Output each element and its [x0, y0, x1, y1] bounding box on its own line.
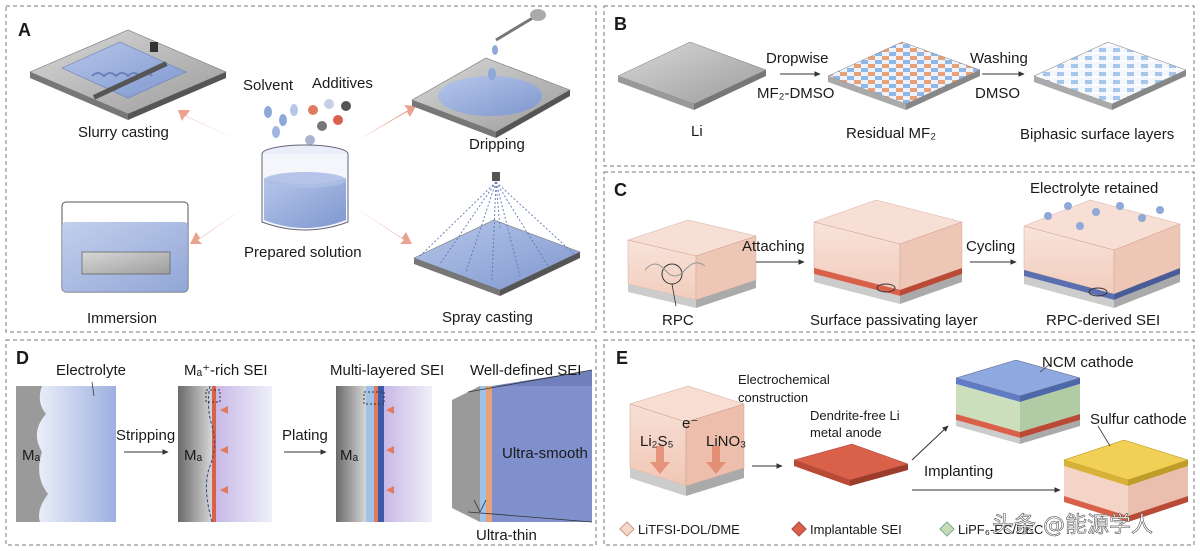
electron-label: e⁻ — [682, 415, 698, 432]
well-defined-sei-block — [452, 369, 593, 523]
ec-label-2: construction — [738, 390, 808, 405]
prepared-solution-label: Prepared solution — [244, 244, 362, 261]
panel-e-border — [603, 339, 1195, 546]
electrolyte-block — [16, 381, 116, 522]
beaker-icon — [261, 144, 349, 231]
panel-d-border — [5, 339, 597, 546]
well-defined-sei-label: Well-defined SEI — [470, 362, 581, 379]
cycling-label: Cycling — [966, 238, 1015, 255]
biphasic-label: Biphasic surface layers — [1020, 126, 1174, 143]
process-arrows — [178, 105, 416, 244]
electrolyte-cube — [629, 385, 745, 496]
dripping-illustration — [411, 9, 571, 138]
surface-passivating-label: Surface passivating layer — [810, 312, 978, 329]
panel-c-letter: C — [614, 180, 627, 200]
washing-label: Washing — [970, 50, 1028, 67]
droplets-icon — [264, 99, 351, 145]
implanting-label: Implanting — [924, 463, 993, 480]
panel-b-border — [603, 5, 1195, 167]
panel-e-letter: E — [616, 348, 628, 368]
electrolyte-label: Electrolyte — [56, 362, 126, 379]
ultra-thin-label: Ultra-thin — [476, 527, 537, 544]
biphasic-slab — [1033, 41, 1187, 110]
dmso-label: DMSO — [975, 85, 1020, 102]
panel-a-letter: A — [18, 20, 31, 40]
rpc-box — [627, 219, 757, 308]
sulfur-cell — [1063, 425, 1189, 522]
watermark: 头条 @能源学人 — [992, 513, 1153, 538]
legend-label-2: Implantable SEI — [810, 522, 902, 537]
panel-d: D Electrolyte Mₐ Stripping Mₐ⁺-rich SEI … — [16, 348, 593, 544]
ma-label-3: Mₐ — [340, 447, 358, 464]
dendrite-label-2: metal anode — [810, 425, 882, 440]
immersion-illustration — [61, 201, 189, 293]
panel-a: A Slurry casting Solvent Additives — [18, 9, 581, 327]
ultra-smooth-label: Ultra-smooth — [502, 445, 588, 462]
slurry-casting-label: Slurry casting — [78, 124, 169, 141]
dripping-label: Dripping — [469, 136, 525, 153]
rpc-sei-label: RPC-derived SEI — [1046, 312, 1160, 329]
additives-label: Additives — [312, 75, 373, 92]
anode-slab — [793, 443, 909, 486]
arrow-e2 — [911, 425, 949, 461]
legend-label-1: LiTFSI-DOL/DME — [638, 522, 740, 537]
attaching-label: Attaching — [742, 238, 805, 255]
ncm-cell — [955, 359, 1081, 444]
panel-d-letter: D — [16, 348, 29, 368]
legend-swatch-3 — [939, 521, 955, 537]
immersion-label: Immersion — [87, 310, 157, 327]
li-slab — [617, 41, 767, 110]
li2s5-label: Li₂S₅ — [640, 433, 674, 450]
sulfur-label: Sulfur cathode — [1090, 411, 1187, 428]
lino3-label: LiNO₃ — [706, 433, 746, 450]
slurry-casting-illustration — [29, 29, 227, 120]
legend-swatch-2 — [791, 521, 807, 537]
panel-c-border — [603, 171, 1195, 333]
panel-e: E e⁻ Li₂S₅ LiNO₃ Electrochemical constru… — [616, 348, 1189, 537]
spray-casting-illustration — [413, 172, 581, 296]
ma-rich-sei-block — [178, 385, 272, 523]
residual-label: Residual MF₂ — [846, 125, 936, 142]
mf2-dmso-label: MF₂-DMSO — [757, 85, 834, 102]
legend: LiTFSI-DOL/DME Implantable SEI LiPF₆-EC/… — [619, 521, 1043, 537]
ec-label-1: Electrochemical — [738, 372, 830, 387]
stripping-label: Stripping — [116, 427, 175, 444]
plating-label: Plating — [282, 427, 328, 444]
ma-rich-sei-label: Mₐ⁺-rich SEI — [184, 362, 268, 379]
multi-layered-sei-label: Multi-layered SEI — [330, 362, 444, 379]
panel-b-letter: B — [614, 14, 627, 34]
rpc-leader — [671, 283, 677, 307]
legend-label-3: LiPF₆-EC/DEC — [958, 522, 1043, 537]
dendrite-label-1: Dendrite-free Li — [810, 408, 900, 423]
residual-slab — [827, 41, 981, 110]
li-label: Li — [691, 123, 703, 140]
spray-casting-label: Spray casting — [442, 309, 533, 326]
rpc-sei-box — [1023, 199, 1181, 308]
legend-swatch-1 — [619, 521, 635, 537]
rpc-label: RPC — [662, 312, 694, 329]
ma-label-2: Mₐ — [184, 447, 202, 464]
panel-c: C RPC Attaching Surface passivating laye — [614, 180, 1181, 329]
panel-a-border — [5, 5, 597, 333]
ma-label-1: Mₐ — [22, 447, 40, 464]
solvent-label: Solvent — [243, 77, 294, 94]
dropwise-label: Dropwise — [766, 50, 829, 67]
electrolyte-retained-label: Electrolyte retained — [1030, 180, 1158, 197]
passivating-box — [813, 199, 963, 304]
multi-layered-sei-block — [336, 386, 432, 522]
panel-b: B Li Dropwise MF₂-DMSO Residual MF₂ Wash… — [614, 14, 1187, 143]
ncm-label: NCM cathode — [1042, 354, 1134, 371]
